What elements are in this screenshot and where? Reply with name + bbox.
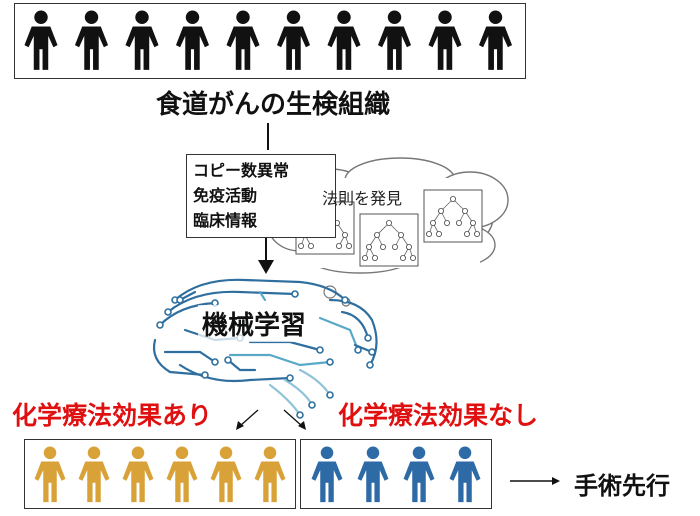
ineffective-group-icons <box>311 446 481 503</box>
tissue-label: 食道がんの生検組織 <box>156 90 391 120</box>
person-icon <box>78 446 110 503</box>
person-icon <box>254 446 286 503</box>
person-icon <box>74 10 109 70</box>
person-icon <box>125 10 159 70</box>
person-icon <box>175 10 210 70</box>
person-icon <box>377 10 412 70</box>
person-icon <box>34 446 66 503</box>
arrow-to-surgery-head <box>552 477 560 485</box>
person-icon <box>311 446 343 503</box>
cloud-text: 法則を発見 <box>322 189 403 208</box>
ineffective-group-box <box>300 439 492 509</box>
person-icon <box>403 446 435 503</box>
decision-tree-icon <box>359 213 419 267</box>
person-icon <box>166 446 198 503</box>
decision-tree-icon <box>423 189 483 243</box>
surgery-first-label: 手術先行 <box>574 472 670 500</box>
effective-group-label: 化学療法効果あり <box>12 401 213 430</box>
feature-clinical: 臨床情報 <box>193 211 258 230</box>
arrow-to-effective-head <box>236 421 244 430</box>
machine-learning-label: 機械学習 <box>198 305 311 342</box>
person-icon <box>327 10 361 70</box>
person-icon <box>24 10 58 70</box>
person-icon <box>276 10 311 70</box>
top-population-box <box>14 3 526 79</box>
person-icon <box>226 10 260 70</box>
down-arrow-head <box>258 260 274 274</box>
person-icon <box>449 446 481 503</box>
person-icon <box>428 10 462 70</box>
feature-immune: 免疫活動 <box>193 186 258 205</box>
person-icon <box>210 446 242 503</box>
person-icon <box>357 446 389 503</box>
feature-copy-number: コピー数異常 <box>193 161 290 180</box>
effective-group-box <box>24 439 296 509</box>
features-box: コピー数異常 免疫活動 臨床情報 <box>186 154 336 238</box>
person-icon <box>478 10 513 70</box>
arrow-to-effective <box>239 409 259 427</box>
top-population-icons <box>24 10 513 70</box>
person-icon <box>122 446 154 503</box>
effective-group-icons <box>34 446 286 503</box>
arrow-to-ineffective <box>283 409 303 427</box>
ineffective-group-label: 化学療法効果なし <box>338 401 539 430</box>
arrow-to-ineffective-head <box>298 421 306 430</box>
